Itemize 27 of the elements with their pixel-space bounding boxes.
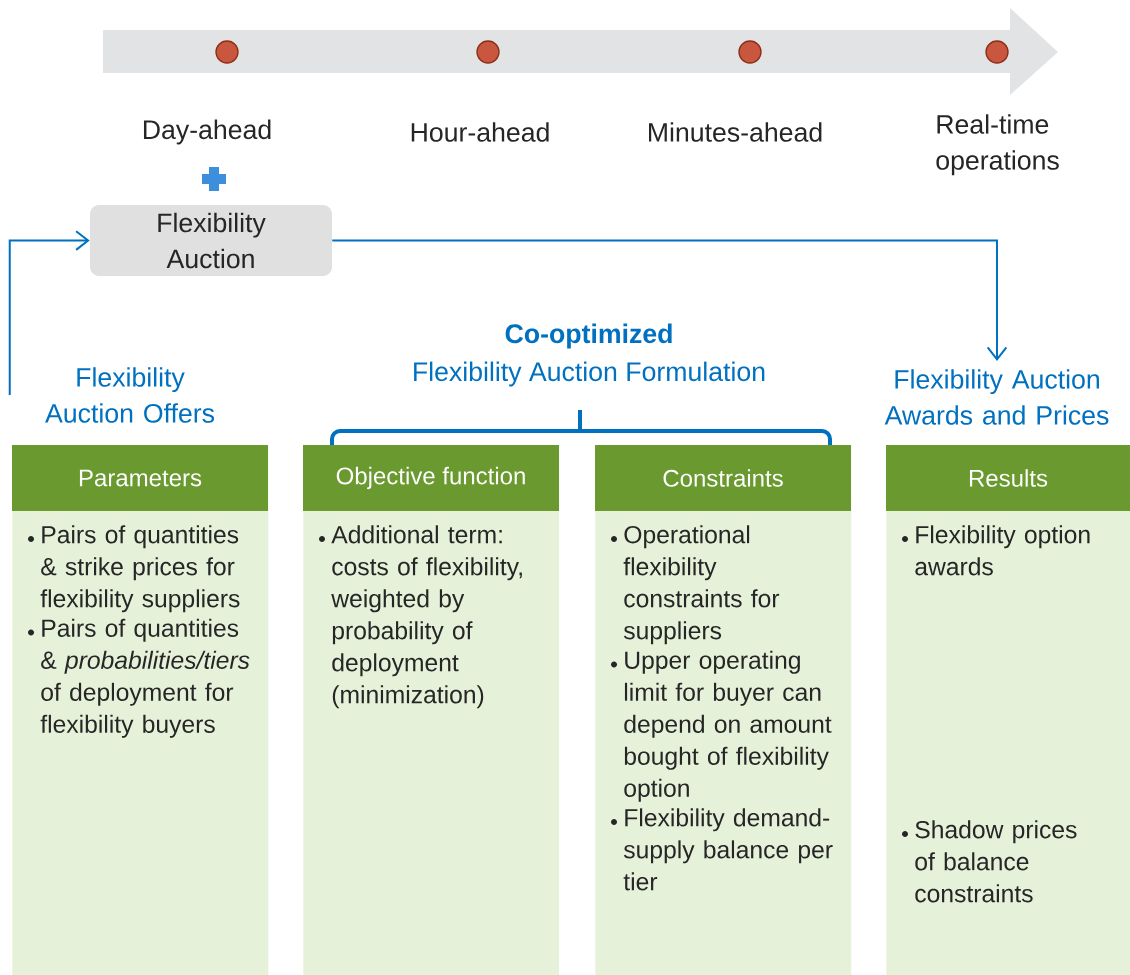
bullet-item: Shadow prices of balance constraints: [902, 820, 1077, 903]
bullet-item: Pairs of quantities & probabilities/tiers of deployment for flexibility buyers: [28, 618, 250, 738]
arrow: [8, 230, 90, 396]
column-panel: [886, 445, 1130, 975]
offers-text: Flexibility Auction Offers: [45, 367, 215, 423]
bullet-item: Upper operating limit for buyer can depend on amount bought of flexibility option: [611, 650, 832, 802]
process-box: Flexibility Auction: [90, 205, 332, 276]
column-header: Objective function: [303, 445, 559, 511]
column-panel: [303, 445, 560, 975]
stage-label: Minutes-ahead: [649, 122, 822, 142]
awards-text: Flexibility Auction Awards and Prices: [884, 369, 1109, 425]
bullet-item: Operational flexibility constraints for suppliers: [611, 525, 780, 645]
bullet-item: Flexibility option awards: [902, 525, 1090, 576]
column-panel: [595, 445, 852, 975]
formulation-heading: Flexibility Auction Formulation: [414, 361, 765, 387]
stage-label: Real-time operations: [936, 114, 1059, 176]
arrow: [331, 239, 1008, 361]
bullet-item: Additional term: costs of flexibility, weighted by probability of deployment (minimization): [319, 525, 522, 709]
column-header: Parameters: [12, 445, 268, 511]
bullet-item: Flexibility demand-supply balance per tier: [611, 808, 833, 891]
formulation-heading: Co-optimized: [505, 323, 672, 349]
column-panel: [12, 445, 269, 975]
stage-label: Hour-ahead: [411, 122, 549, 142]
column-header: Constraints: [595, 445, 851, 511]
column-header: Results: [886, 445, 1130, 511]
stage-label: Day-ahead: [143, 119, 271, 145]
bullet-item: Pairs of quantities & strike prices for flexibility suppliers: [28, 525, 240, 613]
